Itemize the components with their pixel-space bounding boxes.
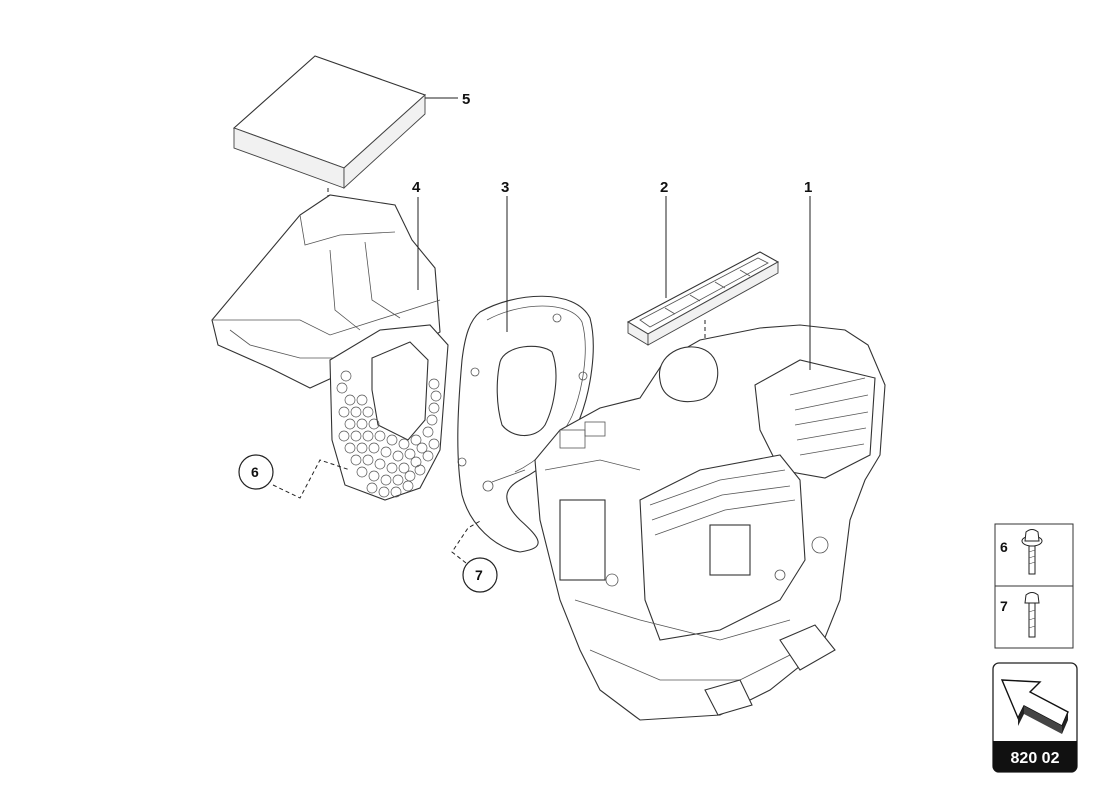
- legend-label-7: 7: [1000, 598, 1008, 614]
- callout-5: 5: [462, 91, 470, 108]
- honeycomb-grille: [336, 370, 442, 498]
- callout-1: 1: [804, 179, 812, 196]
- callout-2: 2: [660, 179, 668, 196]
- reference-badge[interactable]: 820 02: [992, 662, 1078, 773]
- arrow-icon: [1000, 679, 1069, 734]
- screw-icon: [1024, 592, 1040, 638]
- part-3-gasket: [457, 295, 594, 553]
- callout-6-circle: [238, 454, 274, 490]
- legend-label-6: 6: [1000, 539, 1008, 555]
- part-1-hvac-unit: [534, 324, 886, 721]
- callout-4: 4: [412, 179, 421, 196]
- callout-6: 6: [251, 464, 259, 480]
- assembly-line-7: [451, 519, 483, 564]
- reference-code: 820 02: [1011, 750, 1060, 767]
- callout-7-circle: [462, 557, 498, 593]
- assembly-line-6: [272, 459, 351, 499]
- part-2-duct-grille: [626, 251, 780, 346]
- flanged-screw-icon: [1021, 529, 1043, 575]
- callout-7: 7: [475, 567, 483, 583]
- part-4-air-box: [211, 194, 449, 501]
- part-5-filter: [232, 55, 427, 190]
- fastener-legend: 6 7: [994, 523, 1074, 649]
- callout-3: 3: [501, 179, 509, 196]
